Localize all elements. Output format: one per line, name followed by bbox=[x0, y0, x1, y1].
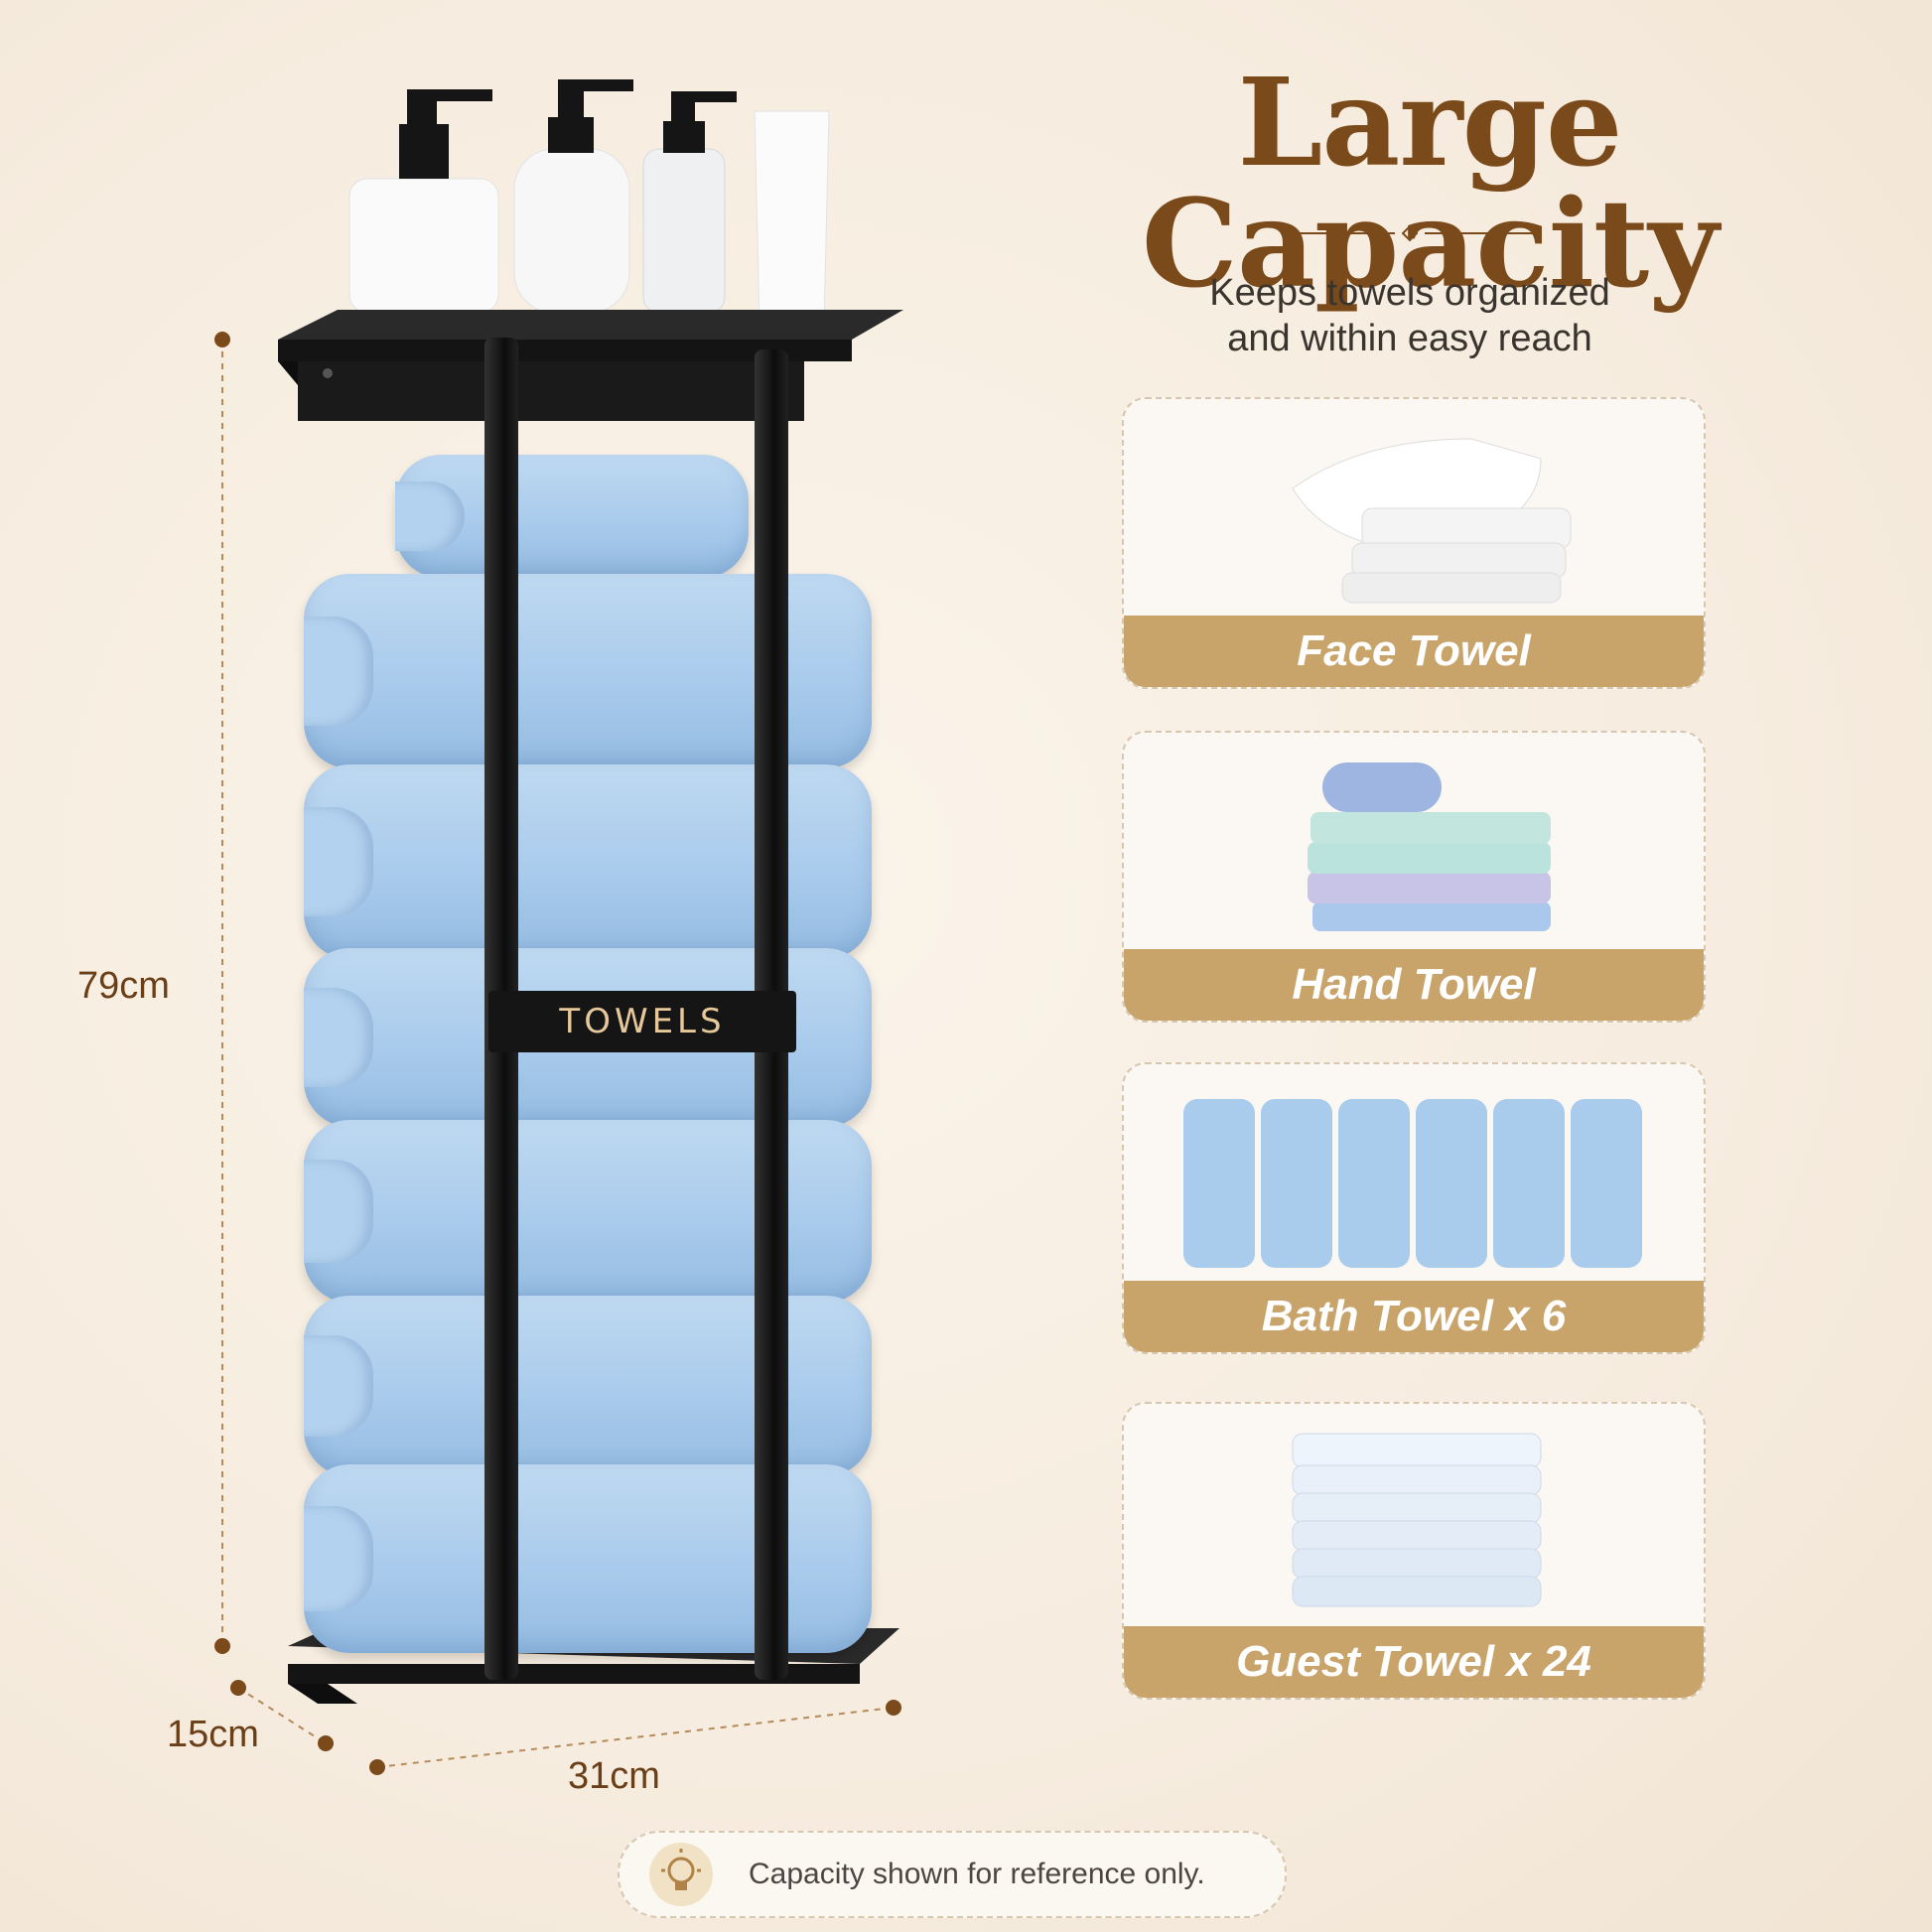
hand-towel-image bbox=[1308, 762, 1551, 931]
card-guest-towel: Guest Towel x 24 bbox=[1122, 1402, 1706, 1700]
top-shelf bbox=[278, 310, 903, 340]
note-text: Capacity shown for reference only. bbox=[749, 1858, 1205, 1890]
card-label-bath-towel: Bath Towel x 6 bbox=[1261, 1292, 1567, 1340]
towel-top bbox=[395, 455, 749, 578]
subtitle-line-1: Keeps towels organized bbox=[1209, 272, 1610, 314]
ornament-divider bbox=[1281, 224, 1539, 242]
card-hand-towel: Hand Towel bbox=[1122, 731, 1706, 1023]
lightbulb-icon bbox=[649, 1843, 713, 1906]
card-label-hand-towel: Hand Towel bbox=[1292, 960, 1536, 1009]
towels-tag: TOWELS bbox=[488, 991, 796, 1052]
reference-note: Capacity shown for reference only. bbox=[618, 1831, 1287, 1918]
card-label-guest-towel: Guest Towel x 24 bbox=[1236, 1637, 1591, 1686]
page-title: Large Capacity bbox=[1141, 51, 1719, 315]
card-bath-towel: Bath Towel x 6 bbox=[1122, 1062, 1706, 1354]
face-towel-image bbox=[1292, 438, 1572, 604]
bath-towel-image bbox=[1183, 1099, 1642, 1268]
depth-dimension: 15cm bbox=[167, 1714, 259, 1755]
bottle-1 bbox=[348, 89, 499, 314]
bottle-3 bbox=[642, 91, 737, 314]
card-face-towel: Face Towel bbox=[1122, 397, 1706, 689]
width-dimension: 31cm bbox=[568, 1755, 660, 1797]
subtitle: Keeps towels organized and within easy r… bbox=[1102, 270, 1718, 361]
card-label-face-towel: Face Towel bbox=[1297, 626, 1531, 675]
height-dimension: 79cm bbox=[77, 965, 170, 1007]
guest-towel-image bbox=[1292, 1433, 1542, 1607]
subtitle-line-2: and within easy reach bbox=[1227, 318, 1592, 359]
